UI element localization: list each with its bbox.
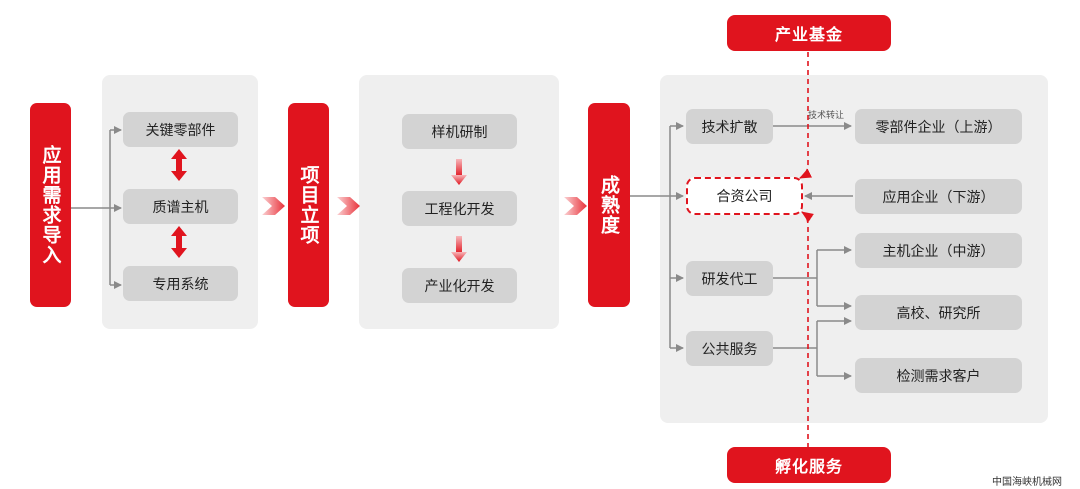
mass-spec-host-box: 质谱主机: [123, 189, 238, 224]
rd-oem-box: 研发代工: [686, 261, 773, 296]
key-components-box: 关键零部件: [123, 112, 238, 147]
double-arrow-1: [171, 149, 187, 181]
universities-box: 高校、研究所: [855, 295, 1022, 330]
host-midstream-box: 主机企业（中游）: [855, 233, 1022, 268]
public-service-box: 公共服务: [686, 331, 773, 366]
right-fanout: [630, 122, 684, 352]
incubation-dashed-arrow: [801, 211, 814, 448]
dedicated-system-box: 专用系统: [123, 266, 238, 301]
app-downstream-box: 应用企业（下游）: [855, 179, 1022, 214]
demand-import-block: 应用需求导入: [30, 103, 71, 307]
fund-dashed-arrow: [799, 52, 813, 179]
chevron-arrow-2: [337, 197, 360, 215]
rd-fanout: [773, 246, 852, 310]
chevron-arrow-3: [564, 197, 587, 215]
watermark: 中国海峡机械网: [992, 477, 1062, 488]
down-arrow-2: [451, 236, 467, 262]
joint-venture-box: 合资公司: [686, 177, 803, 215]
engineering-dev-box: 工程化开发: [402, 191, 517, 226]
double-arrow-2: [171, 226, 187, 258]
public-fanout: [773, 317, 852, 380]
industry-fund-pill: 产业基金: [727, 15, 891, 51]
testing-customers-box: 检测需求客户: [855, 358, 1022, 393]
down-arrow-1: [451, 159, 467, 185]
chevron-arrow-1: [262, 197, 285, 215]
prototype-box: 样机研制: [402, 114, 517, 149]
group1-fanout: [71, 126, 122, 289]
parts-upstream-box: 零部件企业（上游）: [855, 109, 1022, 144]
tech-diffusion-box: 技术扩散: [686, 109, 773, 144]
incubation-service-pill: 孵化服务: [727, 447, 891, 483]
industrial-dev-box: 产业化开发: [402, 268, 517, 303]
tech-transfer-label: 技术转让: [808, 111, 845, 121]
project-approval-block: 项目立项: [288, 103, 329, 307]
maturity-block: 成熟度: [588, 103, 630, 307]
